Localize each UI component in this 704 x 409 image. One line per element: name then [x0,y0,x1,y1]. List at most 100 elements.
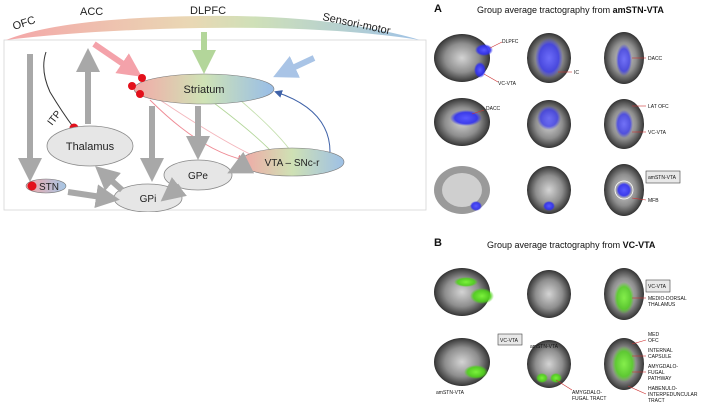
tract-b-ax-2 [612,346,636,382]
label-b-vc-vta2: VC-VTA [500,338,519,344]
panel-a-letter: A [434,3,442,15]
panel-b-row-1 [434,268,644,320]
cortex-label-acc: ACC [80,6,103,18]
tract-b-sag-1b [454,277,478,287]
arrow-stn-gpi [67,184,120,209]
leader-a-vc-vta [483,73,499,83]
tract-a-ax-3 [616,182,632,198]
tract-a-sag-3 [470,201,482,211]
striatum-red-dot-2 [128,82,136,90]
panel-b-title: Group average tractography from VC-VTA [487,240,656,250]
tract-a-ax-1 [616,44,632,76]
label-b-med-ofc-2: OFC [648,338,659,344]
tract-a-sag-2 [450,110,482,126]
tract-b-cor-2b [550,373,562,383]
tract-b-sag-1 [470,288,494,304]
panel-a-row-1 [434,32,644,84]
tract-b-cor-2 [536,373,548,383]
leader-b-med-ofc [631,339,647,345]
tract-a-cor-2 [537,106,561,130]
panel-b-title-prefix: Group average tractography from [487,240,623,250]
arrow-gpi-thalamus [95,166,124,193]
leader-a-dacc2 [471,109,485,115]
gpe-label: GPe [188,171,208,182]
arrow-acc-striatum [92,41,142,77]
label-b-amygdalofugal-tract-1: AMYGDALO- [572,390,602,396]
stn-label: STN [39,182,59,193]
label-b-habenulo-1: HABENULO- [648,386,678,392]
label-b-medio-dorsal-1: MEDIO-DORSAL [648,296,687,302]
label-a-dlpfc: DLPFC [502,39,519,45]
box-b-vc-vta [645,279,671,293]
label-b-internal-capsule-1: INTERNAL [648,348,673,354]
label-a-ic: IC [574,70,579,76]
tract-b-ax-1 [614,282,634,314]
label-a-dacc2: DACC [486,106,501,112]
tract-a-cor-3 [543,201,555,211]
cortex-arc [6,15,420,40]
leader-b-amygdalofugal-tract [555,379,573,391]
label-b-amygdalofugal-pathway-3: PATHWAY [648,376,672,382]
panel-b-letter: B [434,237,442,249]
label-b-medio-dorsal-2: THALAMUS [648,302,676,308]
label-a-mfb: MFB [648,198,659,204]
label-a-dacc1: DACC [648,56,663,62]
brain-b-sag-2 [434,338,490,386]
panel-a-row-3 [434,164,644,216]
tract-a-sag-1 [475,44,493,56]
itp-label: ITP [46,109,64,128]
panel-b-row-2 [434,338,644,390]
striatum-red-dot-3 [136,90,144,98]
label-a-vc-vta: VC-VTA [498,81,517,87]
arrow-vta-gpe [227,151,255,174]
thalamus-label: Thalamus [66,141,115,153]
box-a-amstn-vta [645,170,681,184]
label-b-habenulo-2: INTERPEDUNCULAR [648,392,698,398]
label-b-amygdalofugal-pathway-1: AMYGDALO- [648,364,678,370]
striatum-vta-curve-pink [159,99,255,157]
leader-b-habenulo [627,385,647,395]
thalamus-node [46,125,134,167]
itp-curve [43,51,75,129]
label-b-vc-vta: VC-VTA [648,284,667,290]
striatum-vta-curve-green2 [239,99,291,151]
label-b-amstn-vta2: amSTN-VTA [530,344,559,350]
panel-a-title: Group average tractography from amSTN-VT… [477,5,664,15]
vta-striatum-curve-blue [274,90,331,153]
panel-a-title-prefix: Group average tractography from [477,5,613,15]
label-b-internal-capsule-2: CAPSULE [648,354,672,360]
vta-label: VTA – SNc-r [265,158,320,169]
panel-a-row-2 [434,98,644,149]
label-b-amygdalofugal-pathway-2: FUGAL [648,370,665,376]
striatum-vta-curve-green [209,99,271,151]
striatum-red-dot-1 [138,74,146,82]
leader-a-mfb [631,197,647,201]
label-b-amstn-vta: amSTN-VTA [436,390,465,396]
tractography-figure: A Group average tractography from amSTN-… [434,3,698,404]
stn-red-dot [27,181,37,191]
label-b-med-ofc-1: MED [648,332,660,338]
label-a-lat-ofc: LAT OFC [648,104,669,110]
brain-a-sag-3-inner [442,173,482,207]
panel-b-title-bold: VC-VTA [623,240,656,250]
label-b-amygdalofugal-tract-2: FUGAL TRACT [572,396,606,402]
diagram-frame [3,39,427,211]
label-a-amstn-vta: amSTN-VTA [648,175,677,181]
arrow-gpe-gpi [160,177,187,202]
circuit-diagram: OFC ACC DLPFC Sensori-motor ITP Striatum… [3,5,427,212]
tract-a-ax-3-ring [614,180,634,200]
striatum-label: Striatum [184,84,225,96]
cortex-label-ofc: OFC [11,14,37,33]
tract-b-sag-2 [464,365,488,379]
label-a-vc-vta2: VC-VTA [648,130,667,136]
tract-a-sag-1b [474,62,486,78]
brain-b-cor-1 [527,270,571,318]
leader-a-dlpfc [489,41,503,49]
cortex-label-dlpfc: DLPFC [190,5,226,17]
tract-a-cor-1 [535,38,563,78]
box-b-vc-vta2 [497,333,523,346]
stn-node [25,178,67,194]
label-b-habenulo-3: TRACT [648,398,665,404]
tract-a-ax-2 [615,110,633,138]
gpi-label: GPi [140,194,157,205]
